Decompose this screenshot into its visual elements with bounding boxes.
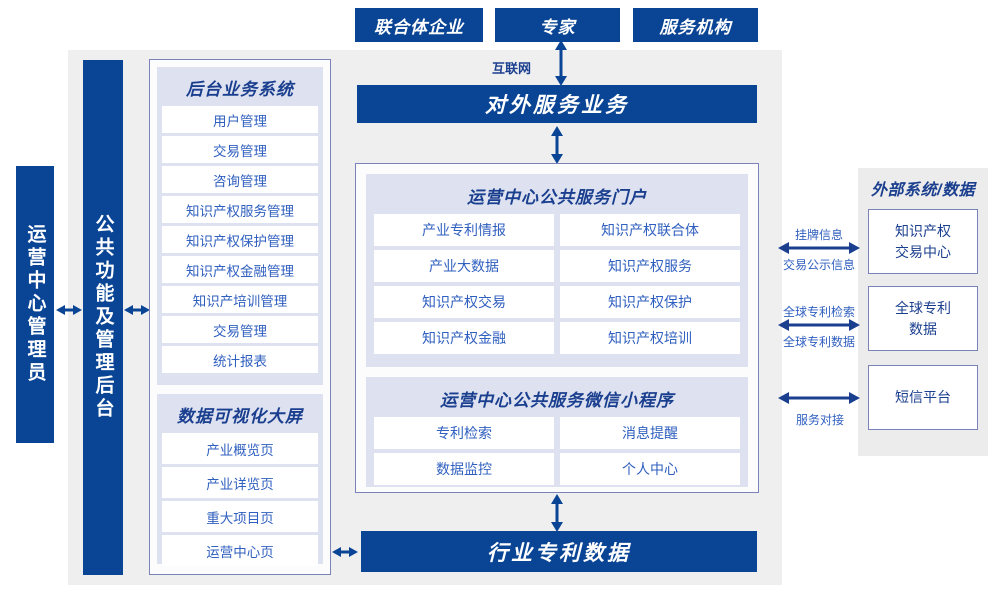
visualization-screen-group: 数据可视化大屏 产业概览页 产业详览页 重大项目页 运营中心页	[157, 394, 323, 566]
connector-label-service-docking: 服务对接	[795, 413, 844, 427]
banner-to-portal-arrow-icon	[551, 126, 563, 164]
miniprogram-group: 运营中心公共服务微信小程序 专利检索 消息提醒 数据监控 个人中心	[366, 377, 748, 487]
list-item[interactable]: 消息提醒	[560, 417, 740, 449]
connector-label-listing-info: 挂牌信息	[794, 228, 843, 242]
connector-label-global-patent-search: 全球专利检索	[782, 305, 855, 319]
external-service-banner[interactable]: 对外服务业务	[357, 85, 757, 123]
external-box-label: 知识产权交易中心	[895, 223, 951, 260]
pillar-common-function-backend[interactable]: 公共功能及管理后台	[83, 60, 123, 575]
list-item[interactable]: 咨询管理	[162, 166, 318, 193]
public-portal-group: 运营中心公共服务门户 产业专利情报 知识产权联合体 产业大数据 知识产权服务 知…	[366, 174, 748, 367]
external-box-sms-platform[interactable]: 短信平台	[868, 365, 978, 430]
list-item[interactable]: 产业概览页	[162, 433, 318, 464]
actor-box-service-agency[interactable]: 服务机构	[633, 8, 758, 42]
miniprogram-title: 运营中心公共服务微信小程序	[440, 391, 674, 410]
visualization-screen-title: 数据可视化大屏	[177, 407, 303, 426]
list-item[interactable]: 知识产权金融	[374, 322, 554, 354]
portal-to-data-arrow-icon	[551, 494, 563, 532]
public-portal-title: 运营中心公共服务门户	[467, 188, 647, 207]
list-item[interactable]: 重大项目页	[162, 501, 318, 532]
industry-data-banner[interactable]: 行业专利数据	[361, 531, 757, 572]
external-box-label: 全球专利数据	[895, 300, 951, 337]
list-item[interactable]: 交易管理	[162, 136, 318, 163]
list-item[interactable]: 知识产权服务管理	[162, 196, 318, 223]
list-item[interactable]: 专利检索	[374, 417, 554, 449]
list-item[interactable]: 用户管理	[162, 106, 318, 133]
list-item[interactable]: 数据监控	[374, 453, 554, 485]
backend-panel: 后台业务系统 用户管理 交易管理 咨询管理 知识产权服务管理 知识产权保护管理 …	[149, 59, 331, 575]
actor-box-expert[interactable]: 专家	[495, 8, 620, 42]
visualization-screen-list: 产业概览页 产业详览页 重大项目页 运营中心页	[162, 433, 318, 566]
list-item[interactable]: 产业大数据	[374, 250, 554, 282]
backend-to-data-arrow-icon	[332, 547, 358, 557]
admin-to-common-arrow-icon	[56, 305, 82, 315]
list-item[interactable]: 交易管理	[162, 316, 318, 343]
list-item[interactable]: 运营中心页	[162, 535, 318, 566]
backend-system-group: 后台业务系统 用户管理 交易管理 咨询管理 知识产权服务管理 知识产权保护管理 …	[157, 67, 323, 385]
external-panel-title: 外部系统/数据	[871, 182, 975, 199]
connector-arrow-3-icon	[778, 392, 860, 404]
miniprogram-grid: 专利检索 消息提醒 数据监控 个人中心	[374, 417, 740, 485]
list-item[interactable]: 知识产培训管理	[162, 286, 318, 313]
list-item[interactable]: 产业专利情报	[374, 214, 554, 246]
connector-label-global-patent-data: 全球专利数据	[782, 335, 855, 349]
internet-label: 互联网	[492, 61, 532, 76]
connector-arrow-2-icon	[778, 319, 860, 331]
list-item[interactable]: 个人中心	[560, 453, 740, 485]
list-item[interactable]: 知识产权保护	[560, 286, 740, 318]
list-item[interactable]: 产业详览页	[162, 467, 318, 498]
common-to-backend-arrow-icon	[124, 305, 150, 315]
external-box-global-patent-data[interactable]: 全球专利数据	[868, 286, 978, 351]
connector-arrow-1-icon	[778, 242, 860, 254]
external-box-label: 短信平台	[895, 389, 951, 406]
list-item[interactable]: 知识产权保护管理	[162, 226, 318, 253]
pillar-operation-center-admin[interactable]: 运营中心管理员	[16, 166, 54, 443]
backend-system-list: 用户管理 交易管理 咨询管理 知识产权服务管理 知识产权保护管理 知识产权金融管…	[162, 106, 318, 373]
list-item[interactable]: 知识产权联合体	[560, 214, 740, 246]
portal-panel: 运营中心公共服务门户 产业专利情报 知识产权联合体 产业大数据 知识产权服务 知…	[355, 163, 759, 493]
connector-label-transaction-public-info: 交易公示信息	[782, 258, 855, 272]
list-item[interactable]: 知识产权服务	[560, 250, 740, 282]
internet-arrow-icon	[555, 40, 567, 86]
external-box-ip-trading-center[interactable]: 知识产权交易中心	[868, 209, 978, 274]
list-item[interactable]: 知识产权金融管理	[162, 256, 318, 283]
public-portal-grid: 产业专利情报 知识产权联合体 产业大数据 知识产权服务 知识产权交易 知识产权保…	[374, 214, 740, 354]
backend-system-title: 后台业务系统	[186, 80, 294, 99]
list-item[interactable]: 知识产权交易	[374, 286, 554, 318]
list-item[interactable]: 统计报表	[162, 346, 318, 373]
list-item[interactable]: 知识产权培训	[560, 322, 740, 354]
actor-box-union-enterprise[interactable]: 联合体企业	[355, 8, 483, 42]
